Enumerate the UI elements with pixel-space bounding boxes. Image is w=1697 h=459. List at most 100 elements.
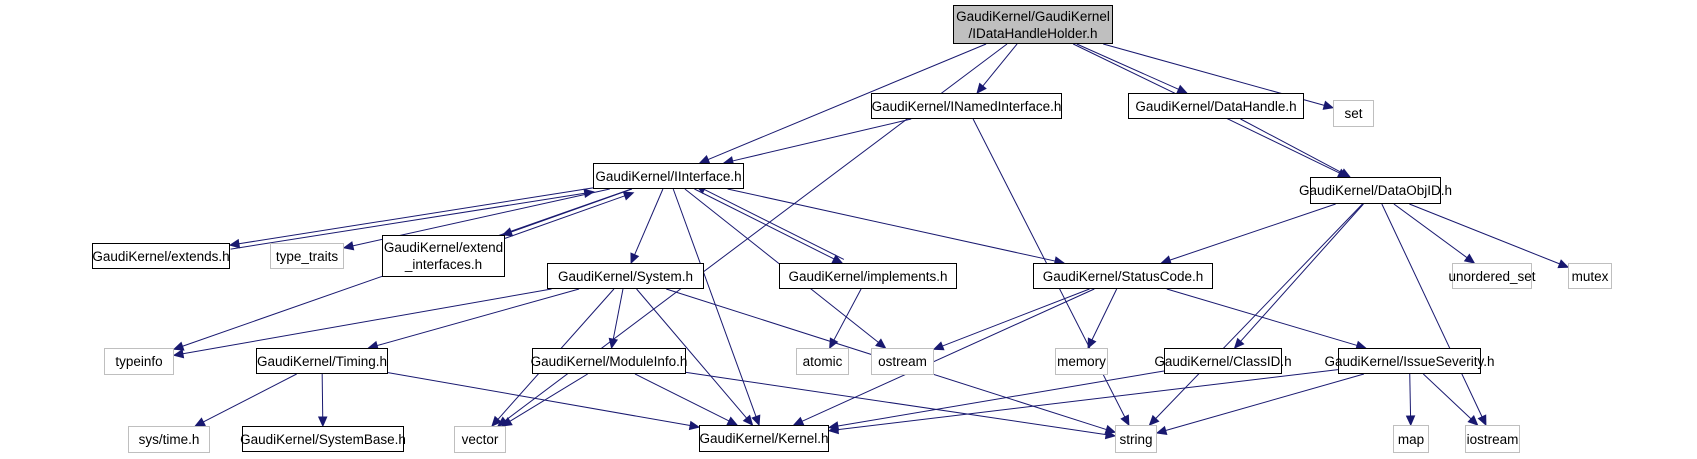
node-ostream[interactable]: ostream	[871, 348, 934, 375]
edge-system-to-moduleinfo	[612, 288, 624, 340]
node-extend-interfaces-h[interactable]: GaudiKernel/extend _interfaces.h	[382, 235, 505, 277]
node-classid-h[interactable]: GaudiKernel/ClassID.h	[1154, 348, 1292, 374]
node-datahandle-h[interactable]: GaudiKernel/DataHandle.h	[1128, 93, 1304, 119]
node-iinterface-h[interactable]: GaudiKernel/IInterface.h	[593, 163, 744, 189]
node-extends-h[interactable]: GaudiKernel/extends.h	[92, 243, 230, 269]
arrowhead-iinterface-to-typeinfo	[172, 341, 185, 351]
edge-dataobjid-to-statuscode	[1169, 203, 1336, 261]
arrowhead-timing-to-kernel	[688, 420, 701, 431]
edge-dataobjid-to-unordered_set	[1393, 203, 1468, 259]
arrowhead-extends-to-iinterface	[583, 188, 595, 199]
edge-inamed-to-iinterface	[732, 118, 912, 162]
node-type-traits[interactable]: type_traits	[270, 243, 344, 269]
arrowhead-moduleinfo-to-string	[1104, 429, 1117, 440]
node-mutex[interactable]: mutex	[1568, 263, 1612, 289]
edge-iinterface-to-implements	[694, 188, 835, 260]
arrowhead-issueseverity-to-map	[1405, 415, 1416, 427]
edge-timing-to-systime	[203, 373, 297, 423]
arrowhead-moduleinfo-to-vector	[501, 416, 513, 427]
arrowhead-implements-to-atomic	[829, 337, 839, 350]
edge-system-to-timing	[376, 288, 580, 347]
arrowhead-dataobjid-to-iostream	[1477, 414, 1487, 427]
arrowhead-root-to-set	[1322, 100, 1335, 110]
arrowhead-timing-to-systime	[194, 417, 206, 427]
arrowhead-statuscode-to-kernel	[792, 416, 805, 426]
node-statuscode-h[interactable]: GaudiKernel/StatusCode.h	[1033, 263, 1213, 289]
node-vector[interactable]: vector	[454, 426, 506, 453]
node-implements-h[interactable]: GaudiKernel/implements.h	[779, 263, 957, 289]
arrowhead-classid-to-kernel	[827, 421, 840, 431]
edge-extend_interfaces-to-iinterface	[503, 195, 625, 240]
node-memory[interactable]: memory	[1055, 348, 1108, 375]
arrowhead-iinterface-to-extends	[228, 238, 241, 249]
edge-dataobjid-to-iostream	[1381, 203, 1483, 418]
edge-dataobjid-to-string	[1155, 203, 1363, 419]
arrowhead-statuscode-to-ostream	[932, 341, 945, 351]
arrowhead-dataobjid-to-string	[1148, 414, 1160, 426]
arrowhead-datahandle-to-dataobjid	[1339, 168, 1352, 178]
node-kernel-h[interactable]: GaudiKernel/Kernel.h	[699, 425, 829, 452]
arrowhead-inamed-to-string	[1120, 414, 1130, 427]
edge-classid-to-kernel	[837, 370, 1165, 427]
node-idatahandleholder-h[interactable]: GaudiKernel/GaudiKernel /IDataHandleHold…	[953, 5, 1113, 44]
arrowhead-issueseverity-to-string	[1155, 425, 1168, 435]
edge-statuscode-to-ostream	[942, 288, 1090, 347]
node-map[interactable]: map	[1393, 425, 1429, 453]
arrowhead-root-to-inamed	[976, 82, 987, 94]
node-issueseverity-h[interactable]: GaudiKernel/IssueSeverity.h	[1324, 348, 1495, 374]
edge-iinterface-to-system	[634, 188, 664, 255]
edge-datahandle-to-dataobjid	[1240, 118, 1343, 174]
arrowhead-iinterface-to-implements	[831, 254, 844, 264]
edge-moduleinfo-to-kernel	[634, 373, 730, 422]
arrowhead-system-to-kernel	[742, 414, 754, 426]
arrowhead-root-to-datahandle	[1176, 84, 1188, 94]
edge-statuscode-to-memory	[1091, 288, 1118, 341]
node-dataobjid-h[interactable]: GaudiKernel/DataObjID.h	[1299, 177, 1452, 204]
edge-root-to-datahandle	[1076, 43, 1179, 90]
arrowhead-iinterface-to-type_traits	[342, 241, 355, 251]
arrowhead-dataobjid-to-unordered_set	[1463, 253, 1476, 264]
node-moduleinfo-h[interactable]: GaudiKernel/ModuleInfo.h	[531, 348, 687, 374]
edge-system-to-typeinfo	[182, 288, 552, 355]
arrowhead-extend_interfaces-to-iinterface	[622, 191, 635, 201]
edge-issueseverity-to-kernel	[837, 369, 1339, 431]
node-sys-time-h[interactable]: sys/time.h	[128, 426, 210, 453]
node-inamedinterface-h[interactable]: GaudiKernel/INamedInterface.h	[871, 93, 1062, 119]
arrowhead-dataobjid-to-mutex	[1557, 259, 1570, 269]
edge-dataobjid-to-classid	[1240, 203, 1364, 342]
edge-iinterface-to-kernel	[672, 188, 757, 417]
node-unordered-set[interactable]: unordered_set	[1448, 263, 1536, 289]
edge-dataobjid-to-mutex	[1409, 203, 1560, 265]
node-string[interactable]: string	[1115, 425, 1157, 453]
edge-implements-to-atomic	[833, 288, 862, 341]
edge-statuscode-to-issueseverity	[1166, 288, 1358, 346]
arrowhead-moduleinfo-to-kernel	[726, 416, 739, 426]
arrowhead-issueseverity-to-iostream	[1467, 415, 1479, 426]
node-typeinfo[interactable]: typeinfo	[104, 348, 174, 375]
arrowhead-dataobjid-to-classid	[1233, 337, 1245, 349]
edge-implements-to-iinterface	[704, 189, 845, 260]
node-atomic[interactable]: atomic	[796, 348, 849, 375]
edge-issueseverity-to-string	[1165, 373, 1365, 432]
node-system-h[interactable]: GaudiKernel/System.h	[547, 263, 704, 289]
arrowhead-iinterface-to-system	[630, 252, 640, 265]
edge-timing-to-systembase	[321, 373, 324, 418]
node-set[interactable]: set	[1333, 100, 1374, 127]
edge-iinterface-to-statuscode	[727, 188, 1056, 262]
arrowhead-issueseverity-to-kernel	[827, 424, 840, 435]
arrowhead-iinterface-to-ostream	[875, 338, 887, 349]
edge-timing-to-kernel	[387, 372, 691, 427]
arrowhead-iinterface-to-kernel	[751, 414, 761, 427]
node-timing-h[interactable]: GaudiKernel/Timing.h	[256, 348, 388, 374]
arrowhead-system-to-vector	[491, 415, 502, 427]
arrowhead-system-to-string	[1104, 424, 1117, 434]
edge-iinterface-to-extend_interfaces	[510, 188, 633, 233]
node-iostream[interactable]: iostream	[1465, 425, 1520, 453]
node-systembase-h[interactable]: GaudiKernel/SystemBase.h	[240, 426, 406, 452]
edge-root-to-inamed	[982, 43, 1018, 87]
arrowhead-timing-to-systembase	[317, 416, 328, 428]
arrowhead-root-to-vector	[497, 416, 509, 427]
arrowhead-system-to-typeinfo	[172, 349, 185, 359]
